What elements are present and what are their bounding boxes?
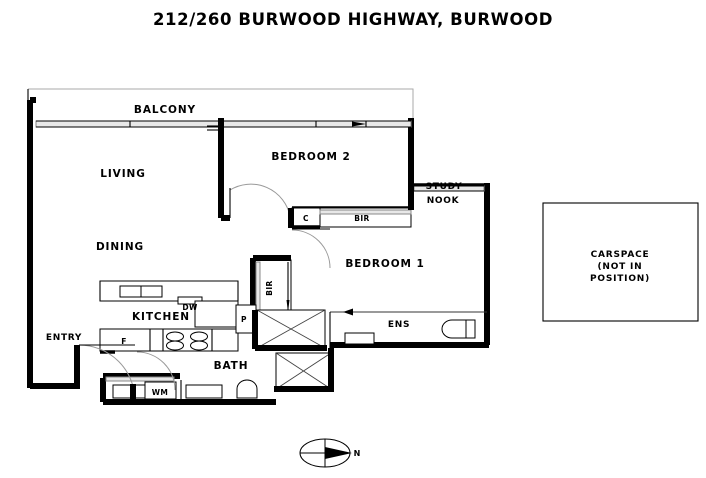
label-dining: DINING — [96, 241, 144, 253]
kitchen-fittings — [99, 280, 257, 354]
carspace-line-2: (NOT IN — [597, 262, 642, 272]
shower-lower — [274, 348, 334, 392]
carspace-line-1: CARSPACE — [591, 250, 650, 260]
label-washer: WM — [152, 388, 169, 397]
label-bath: BATH — [214, 360, 249, 372]
label-cupboard: C — [303, 214, 309, 223]
bedroom-2-robe — [288, 207, 412, 229]
bedroom-2-walls — [207, 118, 411, 221]
compass-rose: N — [299, 438, 361, 468]
label-bir-bedroom-1: BIR — [265, 280, 274, 295]
page-title: 212/260 BURWOOD HIGHWAY, BURWOOD — [152, 10, 554, 29]
bedroom-1-door — [291, 228, 331, 269]
shower-upper — [252, 309, 327, 351]
label-balcony: BALCONY — [134, 104, 196, 116]
ens-fittings — [330, 308, 487, 345]
balcony-outline — [27, 88, 414, 121]
label-fridge: F — [121, 337, 127, 346]
bedroom-2-door — [229, 183, 291, 218]
label-living: LIVING — [100, 168, 145, 180]
room-labels: BALCONY LIVING DINING BEDROOM 2 BEDROOM … — [46, 104, 463, 372]
kitchen-door — [136, 351, 176, 391]
annotation-labels: C BIR BIR P DW F WM — [121, 214, 369, 397]
label-ens: ENS — [388, 320, 410, 330]
outer-walls — [27, 97, 490, 389]
label-pantry: P — [241, 315, 247, 324]
carspace-box: CARSPACE (NOT IN POSITION) — [542, 202, 699, 322]
internal-partitions — [99, 281, 331, 348]
label-bedroom-2: BEDROOM 2 — [271, 151, 350, 163]
entry-door — [78, 344, 136, 402]
label-study-nook-line-1: STUDY — [426, 182, 463, 192]
label-bir-bedroom-2: BIR — [354, 214, 369, 223]
compass-north-label: N — [354, 449, 361, 458]
study-nook-detail — [408, 183, 485, 210]
label-study-nook-line-2: NOOK — [427, 196, 460, 206]
label-kitchen: KITCHEN — [132, 311, 190, 323]
label-entry: ENTRY — [46, 333, 82, 343]
bath-fittings — [100, 373, 276, 405]
carspace-line-3: POSITION) — [590, 274, 650, 284]
label-bedroom-1: BEDROOM 1 — [345, 258, 424, 270]
label-dishwasher: DW — [182, 303, 198, 312]
